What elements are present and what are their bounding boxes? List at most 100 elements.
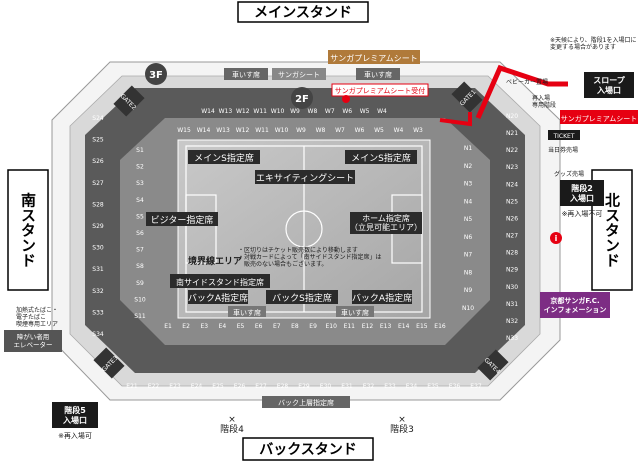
back-upper-seat[interactable]: バック上層指定席 (262, 396, 350, 408)
seat-block-s25[interactable]: S25 (92, 137, 104, 144)
seat-block-inner-s3[interactable]: S3 (136, 180, 144, 187)
seat-block-n26[interactable]: N26 (506, 216, 518, 223)
seat-block-upper-e27[interactable]: E27 (255, 383, 267, 390)
seat-block-s30[interactable]: S30 (92, 245, 104, 252)
seat-block-row2-w5[interactable]: W5 (374, 127, 384, 134)
seat-block-s34[interactable]: S34 (92, 331, 104, 338)
seat-block-w8[interactable]: W8 (308, 108, 318, 115)
seat-block-row2-w14[interactable]: W14 (197, 127, 211, 134)
seat-block-e5[interactable]: E5 (237, 323, 245, 330)
seat-block-n33[interactable]: N33 (506, 335, 518, 342)
accessible-elevator[interactable]: 障がい者用エレベーター (4, 330, 62, 352)
back-a-left-label[interactable]: バックA指定席 (188, 290, 248, 304)
seat-block-e2[interactable]: E2 (182, 323, 190, 330)
seat-block-s32[interactable]: S32 (92, 288, 104, 295)
seat-block-inner-n1[interactable]: N1 (464, 145, 472, 152)
gate-2[interactable]: GATE2 (113, 85, 145, 117)
seat-block-upper-e33[interactable]: E33 (384, 383, 396, 390)
seat-block-e3[interactable]: E3 (200, 323, 208, 330)
seat-block-upper-e36[interactable]: E36 (449, 383, 461, 390)
premium-seat-top[interactable]: サンガプレミアムシート (328, 50, 420, 64)
seat-block-s31[interactable]: S31 (92, 266, 104, 273)
seat-block-w7[interactable]: W7 (325, 108, 335, 115)
seat-block-s28[interactable]: S28 (92, 201, 104, 208)
seat-block-e12[interactable]: E12 (362, 323, 374, 330)
seat-block-row2-w15[interactable]: W15 (177, 127, 191, 134)
wheelchair-top-right[interactable]: 車いす席 (356, 68, 400, 80)
seat-block-n27[interactable]: N27 (506, 233, 518, 240)
seat-block-w12[interactable]: W12 (236, 108, 250, 115)
seat-block-upper-e24[interactable]: E24 (191, 383, 203, 390)
seat-block-row2-w13[interactable]: W13 (216, 127, 230, 134)
seat-block-e14[interactable]: E14 (398, 323, 410, 330)
seat-block-upper-e30[interactable]: E30 (320, 383, 332, 390)
seat-block-inner-s5[interactable]: S5 (136, 213, 144, 220)
seat-block-e10[interactable]: E10 (325, 323, 337, 330)
seat-block-upper-e31[interactable]: E31 (341, 383, 353, 390)
seat-block-e15[interactable]: E15 (416, 323, 428, 330)
seat-block-upper-e35[interactable]: E35 (427, 383, 439, 390)
sanga-seat[interactable]: サンガシート (272, 68, 326, 80)
seat-block-inner-s7[interactable]: S7 (136, 247, 144, 254)
seat-block-row2-w12[interactable]: W12 (236, 127, 250, 134)
seat-block-inner-s10[interactable]: S10 (134, 296, 146, 303)
seat-block-upper-e23[interactable]: E23 (169, 383, 181, 390)
info-center[interactable]: 京都サンガF.C.インフォメーション (540, 292, 610, 318)
seat-block-upper-e26[interactable]: E26 (234, 383, 246, 390)
seat-block-row2-w8[interactable]: W8 (316, 127, 326, 134)
seat-block-inner-n3[interactable]: N3 (464, 181, 472, 188)
seat-block-upper-e21[interactable]: E21 (126, 383, 138, 390)
south-side-label[interactable]: 南サイドスタンド指定席 (170, 274, 270, 288)
seat-block-w5[interactable]: W5 (360, 108, 370, 115)
seat-block-n29[interactable]: N29 (506, 267, 518, 274)
seat-block-inner-s2[interactable]: S2 (136, 164, 144, 171)
seat-block-upper-e29[interactable]: E29 (298, 383, 310, 390)
seat-block-inner-n6[interactable]: N6 (464, 234, 472, 241)
seat-block-w10[interactable]: W10 (271, 108, 285, 115)
seat-block-inner-s4[interactable]: S4 (136, 197, 144, 204)
seat-block-upper-e25[interactable]: E25 (212, 383, 224, 390)
seat-block-upper-e32[interactable]: E32 (363, 383, 375, 390)
seat-block-w13[interactable]: W13 (219, 108, 233, 115)
seat-block-e13[interactable]: E13 (380, 323, 392, 330)
seat-block-inner-n7[interactable]: N7 (464, 252, 472, 259)
seat-block-e1[interactable]: E1 (164, 323, 172, 330)
seat-block-w4[interactable]: W4 (377, 108, 387, 115)
seat-block-inner-s1[interactable]: S1 (136, 147, 144, 154)
back-a-right-label[interactable]: バックA指定席 (352, 290, 412, 304)
seat-block-inner-s6[interactable]: S6 (136, 230, 144, 237)
seat-block-row2-w3[interactable]: W3 (413, 127, 423, 134)
gate-3[interactable]: GATE3 (93, 347, 125, 379)
seat-block-w14[interactable]: W14 (201, 108, 215, 115)
seat-block-row2-w4[interactable]: W4 (394, 127, 404, 134)
seat-block-n24[interactable]: N24 (506, 181, 518, 188)
seat-block-row2-w11[interactable]: W11 (255, 127, 269, 134)
seat-block-upper-e22[interactable]: E22 (148, 383, 160, 390)
main-s-left-label[interactable]: メインS指定席 (188, 150, 260, 164)
seat-block-n28[interactable]: N28 (506, 250, 518, 257)
seat-block-upper-e34[interactable]: E34 (406, 383, 418, 390)
seat-block-e8[interactable]: E8 (291, 323, 299, 330)
seat-block-inner-n10[interactable]: N10 (462, 305, 474, 312)
wheelchair-bottom-1[interactable]: 車いす席 (228, 306, 266, 317)
seat-block-s24[interactable]: S24 (92, 115, 104, 122)
seat-block-n22[interactable]: N22 (506, 147, 518, 154)
seat-block-n25[interactable]: N25 (506, 198, 518, 205)
seat-block-e6[interactable]: E6 (255, 323, 263, 330)
seat-block-n30[interactable]: N30 (506, 284, 518, 291)
seat-block-inner-s9[interactable]: S9 (136, 280, 144, 287)
seat-block-n21[interactable]: N21 (506, 130, 518, 137)
seat-block-s33[interactable]: S33 (92, 309, 104, 316)
seat-block-w6[interactable]: W6 (342, 108, 352, 115)
seat-block-w9[interactable]: W9 (290, 108, 300, 115)
slope-entrance[interactable]: スロープ入場口 (584, 72, 634, 98)
exciting-seat-label[interactable]: エキサイティングシート (255, 170, 355, 184)
seat-block-inner-n4[interactable]: N4 (464, 198, 472, 205)
ticket-booth[interactable]: TICKET (548, 130, 580, 140)
seat-block-row2-w9[interactable]: W9 (296, 127, 306, 134)
gate-1[interactable]: GATE1 (451, 81, 483, 113)
seat-block-row2-w10[interactable]: W10 (275, 127, 289, 134)
wheelchair-top-left[interactable]: 車いす席 (224, 68, 268, 80)
